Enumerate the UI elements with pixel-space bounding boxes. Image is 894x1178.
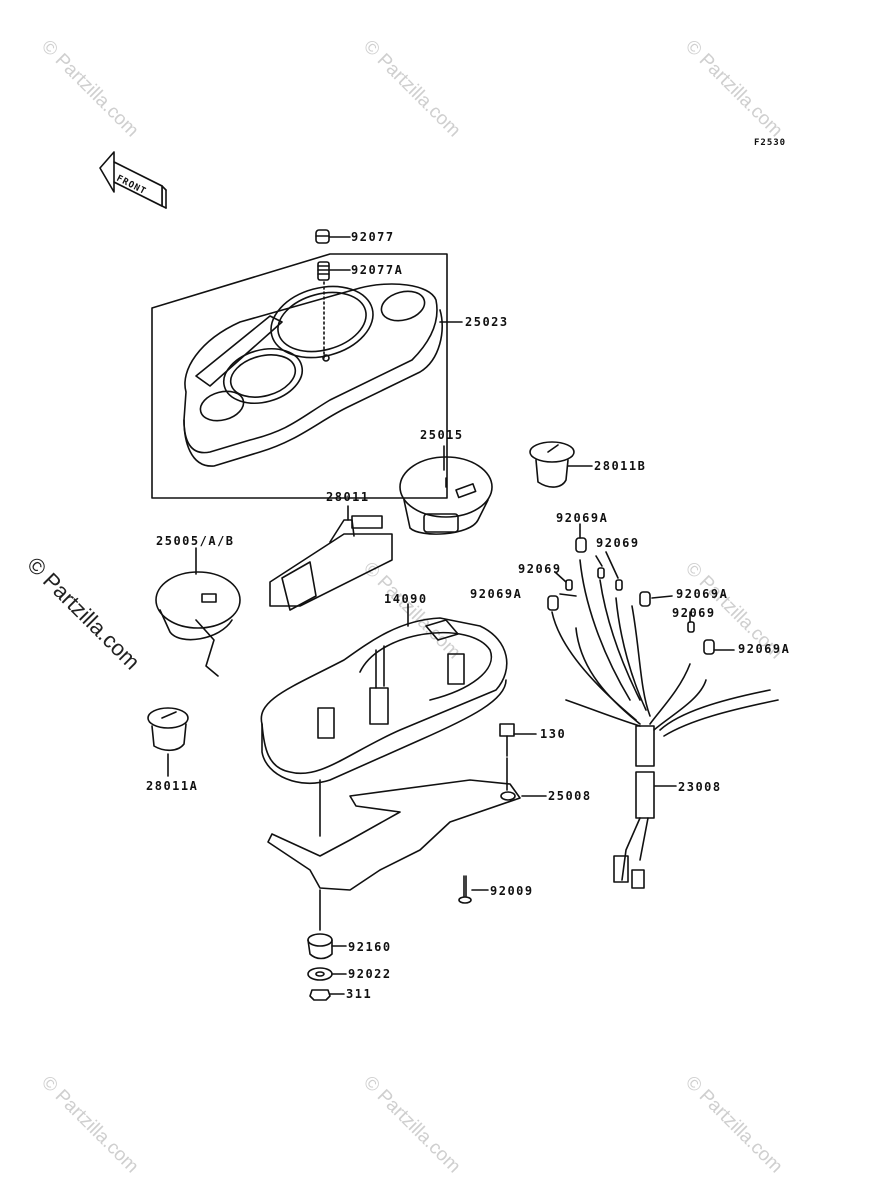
switch-28011 [269, 505, 393, 611]
label-130[interactable]: 130 [540, 727, 567, 741]
label-92069-left[interactable]: 92069 [518, 562, 562, 576]
cover-frame [151, 253, 448, 499]
socket-28011A [147, 707, 189, 777]
label-25015[interactable]: 25015 [420, 428, 464, 442]
bracket-25008 [267, 779, 547, 931]
label-92069-right[interactable]: 92069 [672, 606, 716, 620]
label-92077[interactable]: 92077 [351, 230, 395, 244]
damper-92160 [307, 933, 347, 960]
label-92069A-right[interactable]: 92069A [676, 587, 729, 601]
label-92069A-top[interactable]: 92069A [556, 511, 609, 525]
label-92069A-far-right[interactable]: 92069A [738, 642, 791, 656]
label-92009[interactable]: 92009 [490, 884, 534, 898]
label-92160[interactable]: 92160 [348, 940, 392, 954]
label-28011[interactable]: 28011 [326, 490, 370, 504]
label-14090[interactable]: 14090 [384, 592, 428, 606]
wire-harness-23008 [547, 523, 779, 889]
label-311[interactable]: 311 [346, 987, 373, 1001]
label-28011B[interactable]: 28011B [594, 459, 647, 473]
label-25005[interactable]: 25005/A/B [156, 534, 235, 548]
label-25023[interactable]: 25023 [465, 315, 509, 329]
grommet-92077A [317, 261, 351, 359]
meter-case-14090 [260, 603, 508, 837]
label-23008[interactable]: 23008 [678, 780, 722, 794]
grommet-92077 [315, 229, 351, 244]
screw-92009 [458, 875, 489, 904]
label-92022[interactable]: 92022 [348, 967, 392, 981]
washer-92022 [307, 967, 347, 981]
speedometer-25005 [155, 547, 241, 677]
bolt-130 [499, 723, 537, 791]
nut-311 [309, 989, 345, 1001]
label-25008[interactable]: 25008 [548, 789, 592, 803]
tachometer-25015 [399, 445, 493, 535]
label-28011A[interactable]: 28011A [146, 779, 199, 793]
label-92069-top[interactable]: 92069 [596, 536, 640, 550]
meter-cover-25023 [183, 283, 463, 467]
socket-28011B [529, 441, 593, 488]
figure-code: F2530 [754, 138, 787, 148]
front-arrow-icon [99, 151, 167, 209]
label-92069A-left[interactable]: 92069A [470, 587, 523, 601]
label-92077A[interactable]: 92077A [351, 263, 404, 277]
